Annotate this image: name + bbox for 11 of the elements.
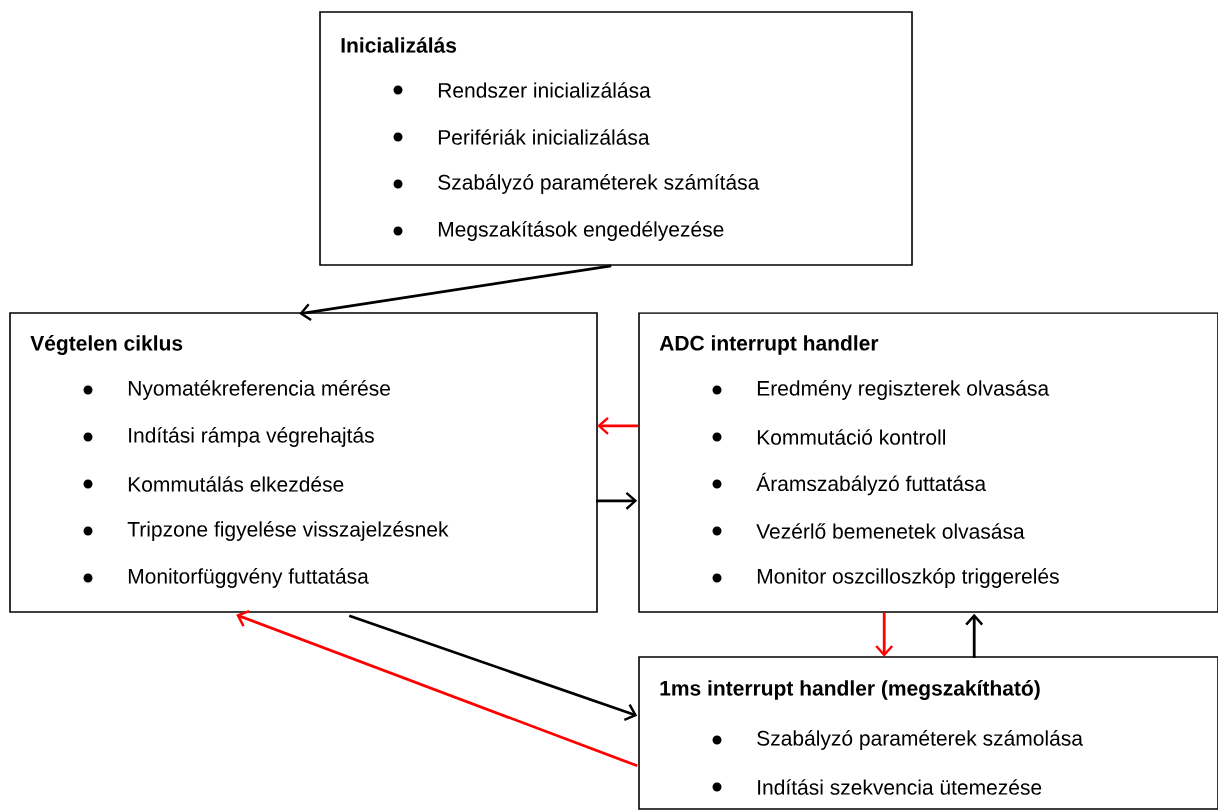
arrow	[348, 614, 638, 721]
process-box: Inicializálás Rendszer inicializálása Perifériák inicializálása Szabályzó paraméterek számítása Megszakítások engedélyezése	[319, 11, 913, 266]
process-box: 1ms interrupt handler (megszakítható) Szabályzó paraméterek számolása Indítási szekvencia ütemezése	[638, 656, 1218, 810]
arrow	[875, 612, 894, 657]
arrow	[596, 491, 638, 510]
arrow	[965, 613, 984, 658]
process-box: ADC interrupt handler Eredmény regiszterek olvasása Kommutáció kontroll Áramszabályzó futtatása Vezérlő bemenetek olvasása Monitor oszcilloszkóp triggerelés	[638, 312, 1218, 613]
process-box: Végtelen ciklus Nyomatékreferencia mérése Indítási rámpa végrehajtás Kommutálás elkezdése Tripzone figyelése visszajelzésnek Monitorfüggvény futtatása	[9, 312, 598, 613]
arrow	[299, 264, 612, 322]
arrow	[597, 416, 639, 435]
arrow	[236, 610, 638, 768]
